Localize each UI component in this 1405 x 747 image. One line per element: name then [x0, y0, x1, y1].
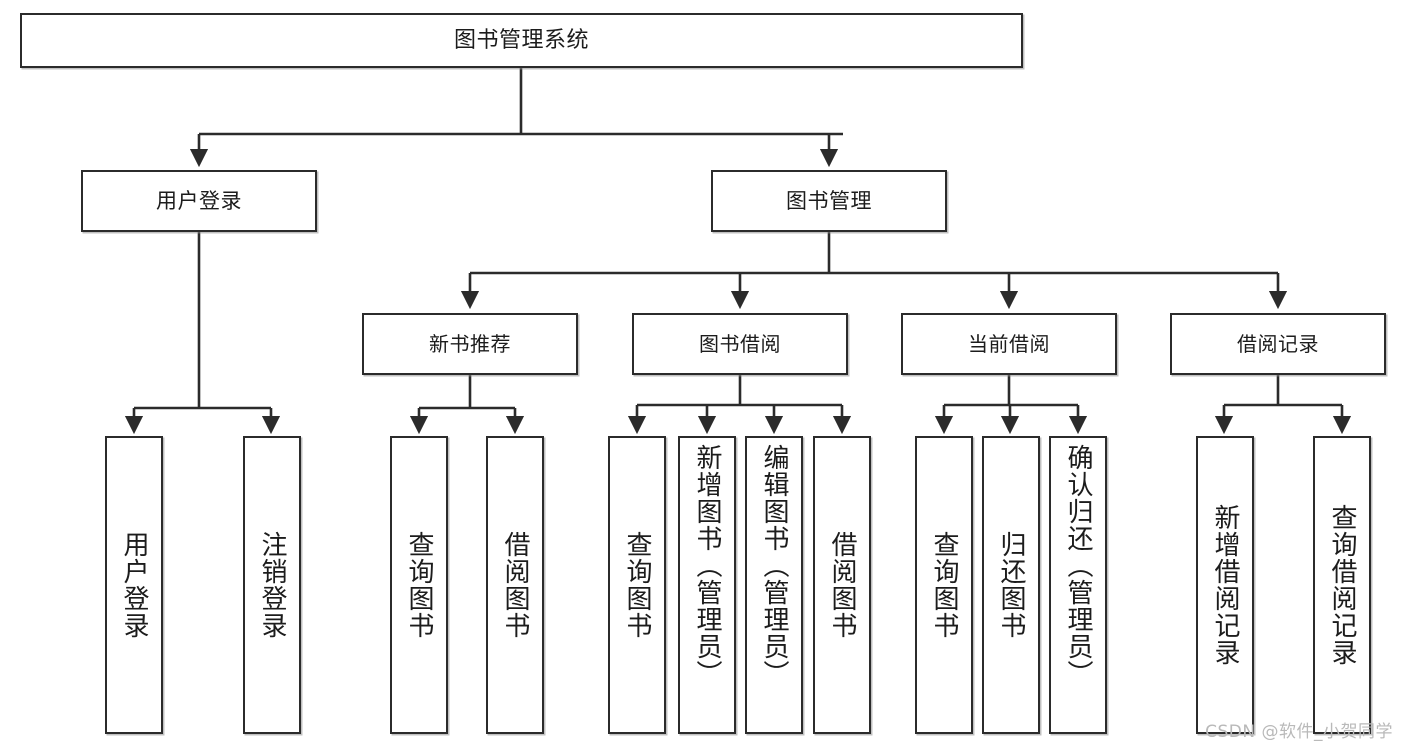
leaf-new-book-borrow[interactable]: 借阅图书	[486, 436, 544, 734]
leaf-current-borrow-query-label: 查询图书	[929, 531, 960, 639]
node-book-borrow-label: 图书借阅	[699, 331, 781, 356]
node-new-book-recommend[interactable]: 新书推荐	[362, 313, 578, 375]
leaf-borrow-record-query-label: 查询借阅记录	[1327, 504, 1358, 666]
leaf-current-borrow-return[interactable]: 归还图书	[982, 436, 1040, 734]
leaf-new-book-query[interactable]: 查询图书	[390, 436, 448, 734]
leaf-current-borrow-confirm-label: 确认归还（管理员）	[1063, 444, 1094, 687]
leaf-book-borrow-edit-label: 编辑图书（管理员）	[759, 444, 790, 687]
leaf-book-borrow-query[interactable]: 查询图书	[608, 436, 666, 734]
leaf-current-borrow-confirm[interactable]: 确认归还（管理员）	[1049, 436, 1107, 734]
leaf-book-borrow-query-label: 查询图书	[622, 531, 653, 639]
leaf-book-borrow-borrow-label: 借阅图书	[827, 531, 858, 639]
leaf-current-borrow-query[interactable]: 查询图书	[915, 436, 973, 734]
node-book-borrow[interactable]: 图书借阅	[632, 313, 848, 375]
leaf-new-book-query-label: 查询图书	[404, 531, 435, 639]
leaf-book-borrow-add[interactable]: 新增图书（管理员）	[678, 436, 736, 734]
node-user-login[interactable]: 用户登录	[81, 170, 317, 232]
leaf-borrow-record-query[interactable]: 查询借阅记录	[1313, 436, 1371, 734]
node-current-borrow-label: 当前借阅	[968, 331, 1050, 356]
leaf-book-borrow-borrow[interactable]: 借阅图书	[813, 436, 871, 734]
node-new-book-recommend-label: 新书推荐	[429, 331, 511, 356]
leaf-book-borrow-edit[interactable]: 编辑图书（管理员）	[745, 436, 803, 734]
leaf-user-login-logout-label: 注销登录	[257, 531, 288, 639]
leaf-borrow-record-add-label: 新增借阅记录	[1210, 504, 1241, 666]
node-borrow-record[interactable]: 借阅记录	[1170, 313, 1386, 375]
node-root-system-label: 图书管理系统	[453, 27, 589, 53]
node-root-system[interactable]: 图书管理系统	[20, 13, 1023, 68]
leaf-user-login-login[interactable]: 用户登录	[105, 436, 163, 734]
leaf-user-login-logout[interactable]: 注销登录	[243, 436, 301, 734]
leaf-user-login-login-label: 用户登录	[119, 531, 150, 639]
node-current-borrow[interactable]: 当前借阅	[901, 313, 1117, 375]
node-book-management[interactable]: 图书管理	[711, 170, 947, 232]
node-user-login-label: 用户登录	[156, 188, 242, 213]
leaf-new-book-borrow-label: 借阅图书	[500, 531, 531, 639]
node-book-management-label: 图书管理	[786, 188, 872, 213]
leaf-borrow-record-add[interactable]: 新增借阅记录	[1196, 436, 1254, 734]
node-borrow-record-label: 借阅记录	[1237, 331, 1319, 356]
leaf-current-borrow-return-label: 归还图书	[996, 531, 1027, 639]
csdn-watermark: CSDN @软件_小贺同学	[1205, 722, 1393, 742]
leaf-book-borrow-add-label: 新增图书（管理员）	[692, 444, 723, 687]
